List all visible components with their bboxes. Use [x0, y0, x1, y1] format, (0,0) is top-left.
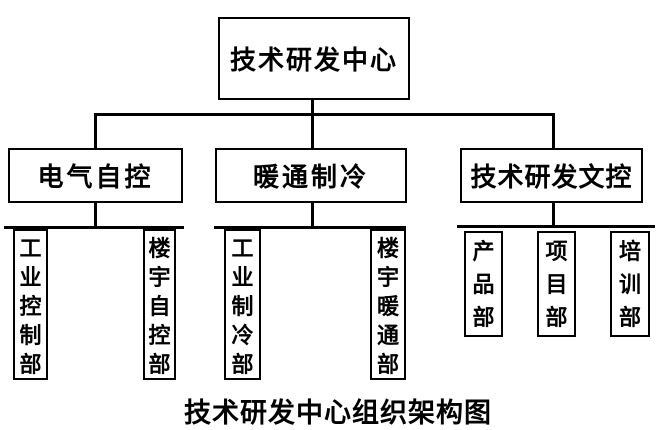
connector-bus-right-group: [457, 225, 655, 228]
org-dept-box-product: 产品部: [464, 231, 503, 337]
org-group-label: 暖通制冷: [252, 162, 369, 192]
org-dept-box-building-hvac: 楼宇暖通部: [370, 229, 406, 380]
org-group-label: 技术研发文控: [470, 162, 633, 192]
org-group-box-hvac: 暖通制冷: [215, 148, 407, 203]
connector-drop-right: [552, 113, 555, 148]
org-dept-box-building-automation: 楼宇自控部: [143, 229, 176, 380]
org-dept-box-project: 项目部: [537, 231, 576, 337]
connector-bus-middle-group: [214, 226, 406, 229]
connector-root-stub: [311, 99, 314, 116]
org-group-label: 电气自控: [37, 162, 154, 192]
connector-bus-left-group: [4, 226, 184, 229]
org-dept-box-industrial-refrigeration: 工业制冷部: [224, 229, 261, 380]
org-root-label: 技术研发中心: [229, 45, 398, 75]
org-root-box: 技术研发中心: [218, 17, 410, 100]
org-group-box-electrical: 电气自控: [8, 148, 183, 203]
connector-subdrop-middle: [311, 201, 314, 228]
connector-subdrop-left: [94, 201, 97, 228]
org-group-box-doc-control: 技术研发文控: [460, 148, 643, 203]
connector-top-bus: [94, 113, 555, 116]
connector-subdrop-right: [552, 202, 555, 227]
connector-drop-left: [94, 113, 97, 149]
chart-caption: 技术研发中心组织架构图: [184, 398, 492, 428]
connector-drop-middle: [311, 113, 314, 149]
org-dept-box-training: 培训部: [610, 231, 650, 337]
org-dept-box-industrial-control: 工业控制部: [13, 229, 48, 380]
